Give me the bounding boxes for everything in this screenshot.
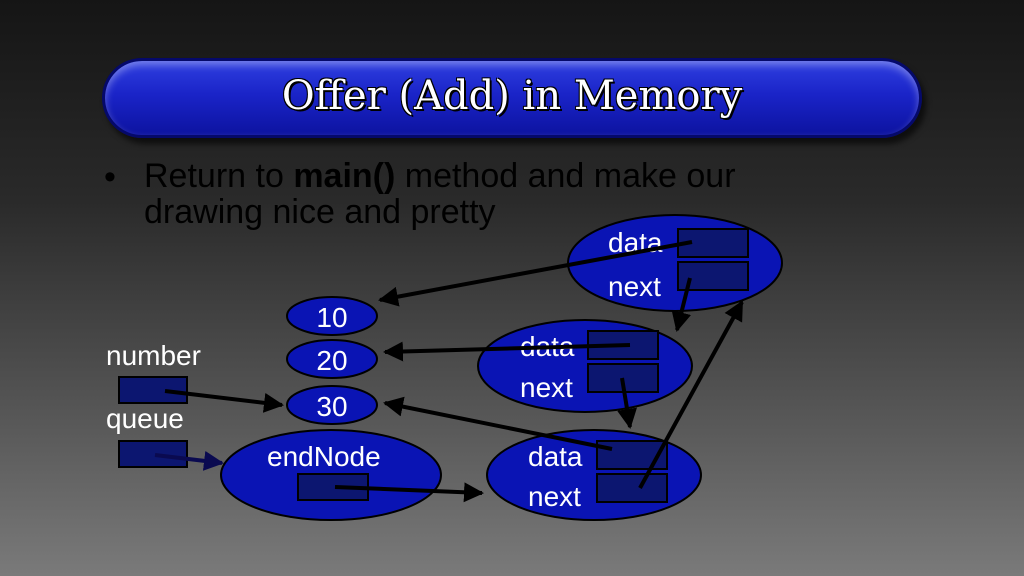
arrow-top-next-to-middle [671,277,692,332]
node-middle-next-label: next [520,372,573,403]
bullet-suffix: method and make our [395,157,736,195]
value-30 [286,385,378,425]
node-bottom-data-box [596,440,668,470]
number-variable-label: number [106,340,201,371]
bullet-bold: main() [293,157,396,195]
node-bottom-next-box [596,473,668,503]
bullet-line2: drawing nice and pretty [144,193,496,231]
bullet-prefix: Return to [144,157,294,195]
arrow-middle-data-to-20 [383,341,631,362]
arrow-queue-to-endnode [154,450,224,471]
arrow-number-to-30 [164,389,284,413]
value-10 [286,296,378,336]
end-node-label: endNode [267,441,381,472]
node-bottom-next-label: next [528,481,581,512]
arrow-bottom-next-to-top [638,300,744,489]
value-30-label: 30 [316,391,347,422]
node-top-next-label: next [608,271,661,302]
value-10-label: 10 [316,302,347,333]
node-middle [477,319,693,413]
title-banner: Offer (Add) in Memory [102,58,922,138]
value-20 [286,339,378,379]
queue-variable-box [118,440,188,468]
queue-variable-label: queue [106,403,184,434]
arrow-bottom-data-to-30 [383,396,613,451]
arrow-endnode-to-bottom [334,482,484,503]
node-top [567,214,783,312]
end-node-box [297,473,369,501]
number-variable-box [118,376,188,404]
bullet-text: Return to main() method and make our dra… [144,158,924,230]
node-bottom-data-label: data [528,441,583,472]
arrow-top-data-to-10 [378,240,693,307]
slide-title: Offer (Add) in Memory [281,73,743,119]
node-top-next-box [677,261,749,291]
bullet-dot: • [104,158,116,196]
value-20-label: 20 [316,345,347,376]
arrow-middle-next-to-bottom [617,377,637,429]
